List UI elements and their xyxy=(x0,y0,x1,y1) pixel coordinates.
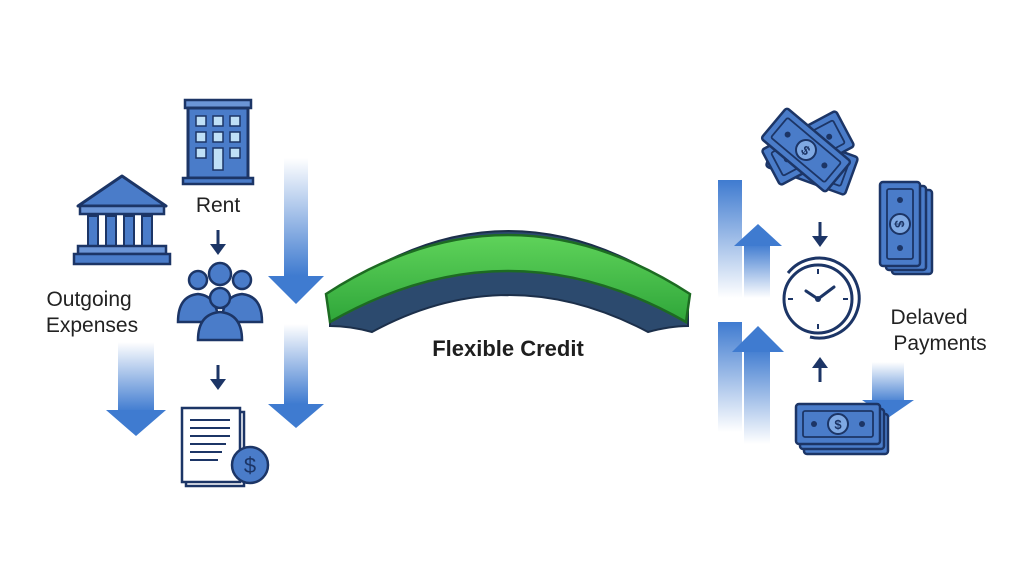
flow-arrow-up-upper xyxy=(718,180,782,298)
money-stack-tilted-icon xyxy=(759,106,860,197)
money-stack-horizontal-icon xyxy=(794,402,890,456)
delayed-payments-line1: Delaved xyxy=(891,306,968,329)
money-stack-vertical-icon xyxy=(878,180,934,276)
arrow-up-icon xyxy=(812,357,828,382)
arrow-down-icon xyxy=(812,222,828,247)
flow-arrow-down-lower xyxy=(268,324,324,428)
flow-arrow-down-upper xyxy=(268,158,324,304)
delayed-payments-line2: Payments xyxy=(893,332,986,355)
people-group-icon xyxy=(176,261,264,342)
rent-label: Rent xyxy=(196,194,241,217)
dollar-sign: $ xyxy=(244,453,256,478)
building-icon xyxy=(181,98,255,186)
credit-bridge-icon xyxy=(324,230,692,334)
invoice-document-icon: $ xyxy=(180,406,270,488)
outgoing-expenses-label: Outgoing Expenses xyxy=(46,288,138,337)
outgoing-expenses-line2: Expenses xyxy=(46,314,138,337)
bank-icon xyxy=(72,174,172,266)
outgoing-expenses-line1: Outgoing xyxy=(46,288,131,311)
clock-icon xyxy=(782,256,861,340)
arrow-down-icon xyxy=(210,365,226,390)
flexible-credit-label: Flexible Credit xyxy=(432,336,584,361)
flow-arrow-down-left xyxy=(106,342,166,436)
arrow-down-icon xyxy=(210,230,226,255)
delayed-payments-label: Delaved Payments xyxy=(891,306,987,355)
flow-arrow-up-lower xyxy=(718,322,784,444)
